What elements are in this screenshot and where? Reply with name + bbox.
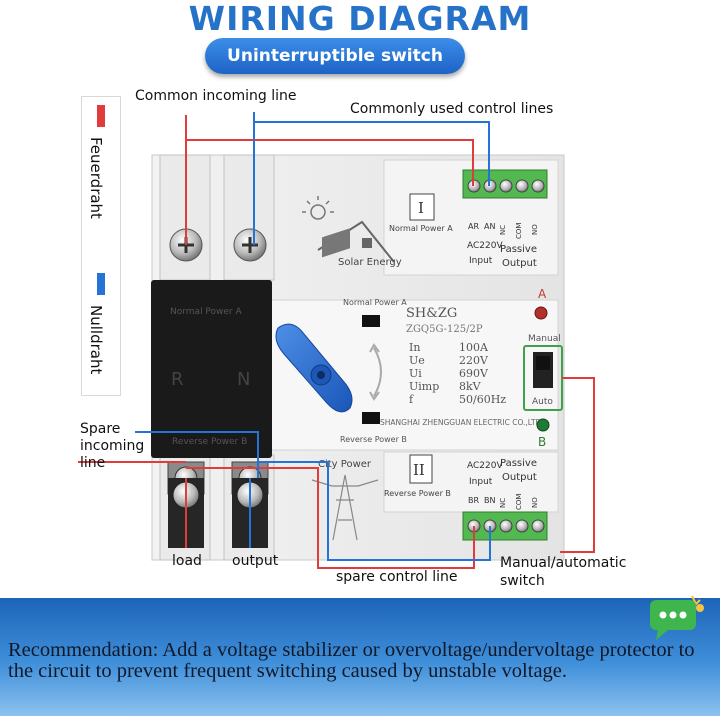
neutral-wires xyxy=(135,112,491,561)
spec-list: In 100A Ue 220V Ui 690V Uimp 8kV f 50/60… xyxy=(409,341,506,406)
city-power-label: City Power xyxy=(318,459,372,470)
section-two-label: II xyxy=(413,461,425,479)
fire-wire-label: Feuerdraht xyxy=(87,137,105,219)
chat-bubble-icon xyxy=(650,595,704,640)
wire-control-fire xyxy=(186,139,474,186)
top-pin-com: COM xyxy=(515,223,523,239)
switch-auto-label: Auto xyxy=(532,397,553,407)
neutral-wire-label: Nulldraht xyxy=(87,305,105,375)
wire-spare-control-fire xyxy=(186,467,475,569)
bottom-pin-nc: NC xyxy=(499,498,507,508)
top-screw-right-slot xyxy=(242,237,258,253)
section-one-marker xyxy=(409,193,435,221)
indicator-b-light xyxy=(536,418,550,432)
recommendation-banner xyxy=(0,598,720,716)
wire-switch-red xyxy=(560,377,595,553)
bottom-pin-br: BR xyxy=(468,496,479,505)
bottom-pin-no: NO xyxy=(531,497,539,508)
phase-r-mark: R xyxy=(171,369,184,390)
load-label: load xyxy=(172,553,202,569)
top-pin-ar: AR xyxy=(468,222,479,231)
bottom-pin-com: COM xyxy=(515,494,523,510)
spec-key-1: Ue xyxy=(409,354,425,367)
section-one-label: I xyxy=(418,199,424,217)
normal-power-a-label: Normal Power A xyxy=(389,224,453,233)
spec-value-4: 50/60Hz xyxy=(459,393,506,406)
wire-control-neutral xyxy=(254,121,490,186)
bottom-passive: Passive xyxy=(500,458,537,469)
spec-key-4: f xyxy=(409,393,414,406)
output-label: output xyxy=(232,553,279,569)
panel-normal-power-a: Normal Power A xyxy=(343,298,407,307)
indicator-a-label: A xyxy=(538,287,547,301)
spec-key-0: In xyxy=(409,341,420,354)
brand-label: SH&ZG xyxy=(406,306,457,321)
cover-bottom-text: Reverse Power B xyxy=(172,437,247,447)
page-title: WIRING DIAGRAM xyxy=(188,0,532,38)
wire-spare-control-neutral xyxy=(258,461,491,561)
switch-manual-label: Manual xyxy=(528,334,561,344)
model-label: ZGQ5G-125/2P xyxy=(406,324,483,335)
lower-reverse-power-b: Reverse Power B xyxy=(384,489,451,498)
common-incoming-line-label: Common incoming line xyxy=(135,88,297,104)
wiring-diagram: Normal Power A Reverse Power B R N Solar… xyxy=(78,112,595,569)
spec-value-3: 8kV xyxy=(459,380,482,393)
manual-automatic-switch-label: Manual/automatic switch xyxy=(500,555,627,589)
panel-reverse-power-b: Reverse Power B xyxy=(340,435,407,444)
spec-value-2: 690V xyxy=(459,367,489,380)
wire-legend: Feuerdraht Nulldraht xyxy=(81,96,121,396)
indicator-b-label: B xyxy=(538,435,546,449)
phase-n-mark: N xyxy=(237,369,250,390)
indicator-a-light xyxy=(534,306,548,320)
manufacturer-label: SHANGHAI ZHENGGUAN ELECTRIC CO.,LTD xyxy=(380,418,542,427)
top-voltage: AC220V xyxy=(467,241,503,251)
spec-key-3: Uimp xyxy=(409,380,439,393)
recommendation-text: Recommendation: Add a voltage stabilizer… xyxy=(8,639,695,682)
top-passive: Passive xyxy=(500,244,537,255)
top-pin-nc: NC xyxy=(499,225,507,235)
rotation-arrow-icon xyxy=(373,347,382,397)
section-two-marker xyxy=(409,454,433,484)
cover-top-text: Normal Power A xyxy=(170,307,242,317)
neutral-wire-swatch xyxy=(97,273,105,295)
bottom-pin-bn: BN xyxy=(484,496,495,505)
fire-wire-swatch xyxy=(97,105,105,127)
top-terminal-screws xyxy=(467,179,545,193)
top-output: Output xyxy=(502,258,537,269)
terminal-cover xyxy=(151,280,272,458)
commonly-used-control-lines-label: Commonly used control lines xyxy=(350,101,554,117)
window-a xyxy=(362,315,380,327)
subtitle-badge: Uninterruptible switch xyxy=(205,38,465,74)
window-b xyxy=(362,412,380,424)
top-pin-an: AN xyxy=(484,222,495,231)
bottom-output: Output xyxy=(502,472,537,483)
spare-control-line-label: spare control line xyxy=(336,569,458,585)
bottom-voltage: AC220V xyxy=(467,461,503,471)
fire-wires xyxy=(78,115,595,569)
spec-value-1: 220V xyxy=(459,354,489,367)
spare-incoming-line-label: Spare incoming line xyxy=(80,421,145,471)
spec-value-0: 100A xyxy=(459,341,489,354)
solar-energy-label: Solar Energy xyxy=(338,257,402,268)
spec-key-2: Ui xyxy=(409,367,422,380)
top-input: Input xyxy=(469,256,493,266)
bottom-input: Input xyxy=(469,477,493,487)
top-pin-no: NO xyxy=(531,224,539,235)
solar-energy-icon xyxy=(302,196,395,263)
